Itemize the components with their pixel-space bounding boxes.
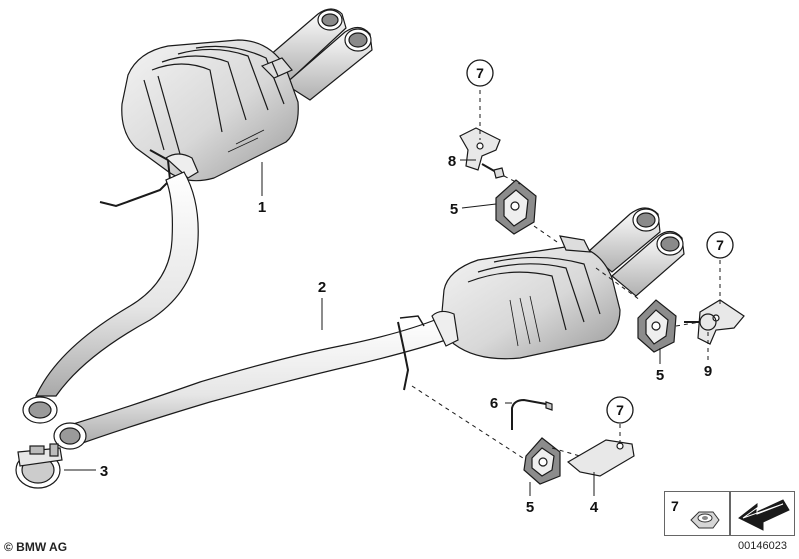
leader-lines: [64, 159, 661, 496]
legend-box: 7: [664, 491, 795, 536]
callout-5-right: 5: [656, 367, 664, 384]
callout-8: 8: [448, 153, 456, 170]
callout-2: 2: [318, 279, 326, 296]
rear-silencer-lower: [431, 207, 685, 360]
callout-1: 1: [258, 199, 266, 216]
callout-3: 3: [100, 463, 108, 480]
rubber-hanger-upper: [495, 179, 537, 235]
legend-nut-cell: 7: [664, 491, 730, 536]
callout-6: 6: [490, 395, 498, 412]
hex-nut-icon: [690, 511, 720, 529]
callout-4: 4: [590, 499, 599, 516]
connection-lines: [411, 82, 721, 461]
callout-circle-upper: 7: [466, 59, 494, 87]
diagram-id: 00146023: [738, 540, 787, 552]
callout-label: 7: [476, 65, 484, 81]
callout-label: 7: [716, 237, 724, 253]
legend-nut-number: 7: [671, 498, 679, 514]
bracket-right: [684, 299, 745, 345]
callout-label: 7: [616, 402, 624, 418]
callout-5-upper: 5: [450, 201, 458, 218]
legend-arrow-cell: [730, 491, 795, 536]
bracket-upper: [459, 127, 505, 179]
clamp: [15, 443, 63, 489]
callout-9: 9: [704, 363, 712, 380]
center-pipe: [22, 171, 453, 450]
copyright-text: © BMW AG: [4, 540, 68, 554]
callout-5-lower: 5: [526, 499, 534, 516]
rear-silencer-upper: [99, 8, 373, 208]
callout-circle-lower: 7: [606, 396, 634, 424]
direction-arrow-icon: [738, 499, 790, 531]
callout-circle-right: 7: [706, 231, 734, 259]
lower-mount-group: [511, 398, 635, 485]
rubber-hanger-right: [637, 299, 677, 353]
